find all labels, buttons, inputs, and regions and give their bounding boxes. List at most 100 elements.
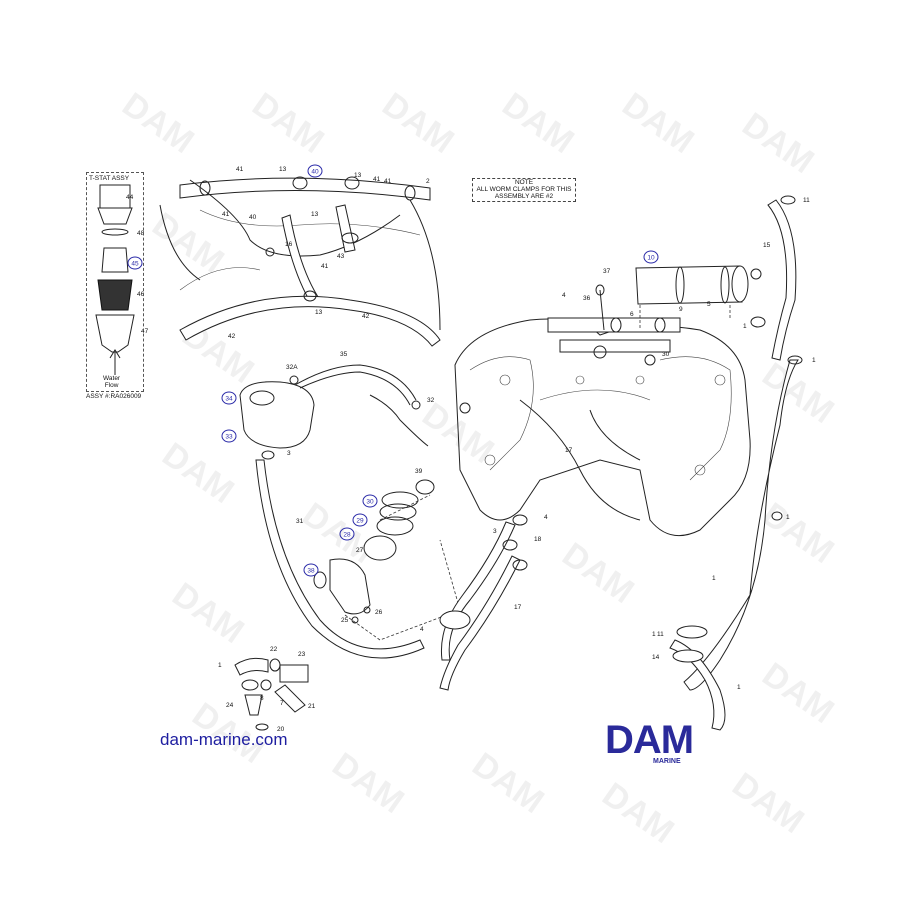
part-number-label: 1: [737, 684, 741, 691]
watermark-text: DAM: [615, 85, 700, 161]
part-number-label: 2: [426, 178, 430, 185]
part-number-label: 41: [373, 176, 381, 183]
part-number-label: 41: [384, 178, 392, 185]
part-number-label: 1: [812, 357, 816, 364]
watermark-text: DAM: [245, 85, 330, 161]
watermark-text: DAM: [755, 355, 840, 431]
callout-circle: [362, 494, 378, 508]
part-number-label: 21: [308, 703, 316, 710]
part-number-label: 13: [354, 172, 362, 179]
part-number-label: 42: [228, 333, 236, 340]
part-number-label: 4: [544, 514, 548, 521]
right-exhaust-hoses: [669, 195, 803, 731]
callout-number: 10: [647, 254, 655, 261]
watermark-text: DAM: [325, 745, 410, 821]
watermark-text: DAM: [465, 745, 550, 821]
part-number-label: 9: [679, 306, 683, 313]
part-number-label: 23: [298, 651, 306, 658]
part-number-label: 17: [514, 604, 522, 611]
center-lower-hoses: [439, 402, 528, 691]
callout-number: 29: [356, 517, 364, 524]
website-link[interactable]: dam-marine.com: [160, 730, 288, 749]
part-number-label: 17: [565, 447, 573, 454]
watermark-text: DAM: [495, 85, 580, 161]
part-number-label: 47: [141, 328, 149, 335]
callout-number: 28: [343, 531, 351, 538]
watermark-text: DAM: [595, 775, 680, 851]
callout-number: 38: [307, 567, 315, 574]
logo-subtitle: MARINE: [653, 758, 681, 765]
watermark-text: DAM: [735, 105, 820, 181]
part-number-label: 41: [236, 166, 244, 173]
callout-number: 40: [311, 168, 319, 175]
callout-marker: 29: [352, 513, 368, 527]
note-line-3: ASSEMBLY ARE #2: [494, 193, 554, 200]
part-number-label: 31: [296, 518, 304, 525]
part-number-label: 18: [534, 536, 542, 543]
part-number-label: 6: [630, 311, 634, 318]
expansion-tank-area: [239, 364, 429, 659]
watermark-text: DAM: [165, 575, 250, 651]
tstat-assembly-box: T-STAT ASSY Water Flow: [86, 172, 144, 392]
part-number-label: 35: [340, 351, 348, 358]
heat-exchanger: [635, 265, 762, 330]
callout-marker: 10: [643, 250, 659, 264]
part-number-label: 5: [707, 301, 711, 308]
callout-circle: [307, 164, 323, 178]
part-number-label: 14: [652, 654, 660, 661]
note-line-2: ALL WORM CLAMPS FOR THIS: [476, 186, 572, 193]
callout-marker: 38: [303, 563, 319, 577]
callout-number: 30: [366, 498, 374, 505]
fittings-group: [234, 657, 309, 731]
part-number-label: 4: [562, 292, 566, 299]
part-number-label: 16: [285, 241, 293, 248]
part-number-label: 22: [270, 646, 278, 653]
callout-circle: [352, 513, 368, 527]
callout-circle: [643, 250, 659, 264]
water-flow-line-1: Water: [103, 375, 121, 382]
part-number-label: 41: [321, 263, 329, 270]
part-number-label: 20: [277, 726, 285, 733]
callout-marker: 28: [339, 527, 355, 541]
tstat-title: T-STAT ASSY: [89, 175, 130, 182]
part-number-label: 11: [657, 631, 664, 638]
upper-cooling-rail: [159, 176, 441, 347]
watermark-text: DAM: [725, 765, 810, 841]
part-number-label: 43: [337, 253, 345, 260]
brand-logo: DAM MARINE: [605, 718, 737, 765]
part-number-label: 42: [362, 313, 370, 320]
part-number-label: 11: [803, 197, 810, 204]
exhaust-elbow-stack: [313, 479, 461, 641]
watermark-text: DAM: [555, 535, 640, 611]
part-number-label: 7: [280, 700, 284, 707]
part-number-label: 3: [493, 528, 497, 535]
part-number-label: 44: [126, 194, 134, 201]
callout-circle: [221, 429, 237, 443]
part-number-label: 1: [786, 514, 790, 521]
part-number-label: 13: [279, 166, 287, 173]
part-number-label: 3: [287, 450, 291, 457]
part-number-label: 8: [260, 695, 264, 702]
part-number-label: 1: [743, 323, 747, 330]
callout-marker: 40: [307, 164, 323, 178]
watermark-text: DAM: [755, 495, 840, 571]
part-number-label: 13: [311, 211, 319, 218]
part-number-label: 36: [583, 295, 591, 302]
part-number-label: 27: [356, 547, 364, 554]
callout-circle: [303, 563, 319, 577]
callout-circle: [221, 391, 237, 405]
watermark-text: DAM: [375, 85, 460, 161]
logo-wordmark: DAM: [605, 718, 694, 762]
watermark-text: DAM: [755, 655, 840, 731]
part-number-label: 15: [763, 242, 771, 249]
part-number-label: 32A: [286, 364, 298, 371]
part-number-label: 1: [218, 662, 222, 669]
callout-number: 45: [131, 260, 139, 267]
callout-circle: [339, 527, 355, 541]
callout-marker: 34: [221, 391, 237, 405]
part-number-label: 25: [341, 617, 349, 624]
note-line-1: NOTE: [514, 179, 534, 186]
